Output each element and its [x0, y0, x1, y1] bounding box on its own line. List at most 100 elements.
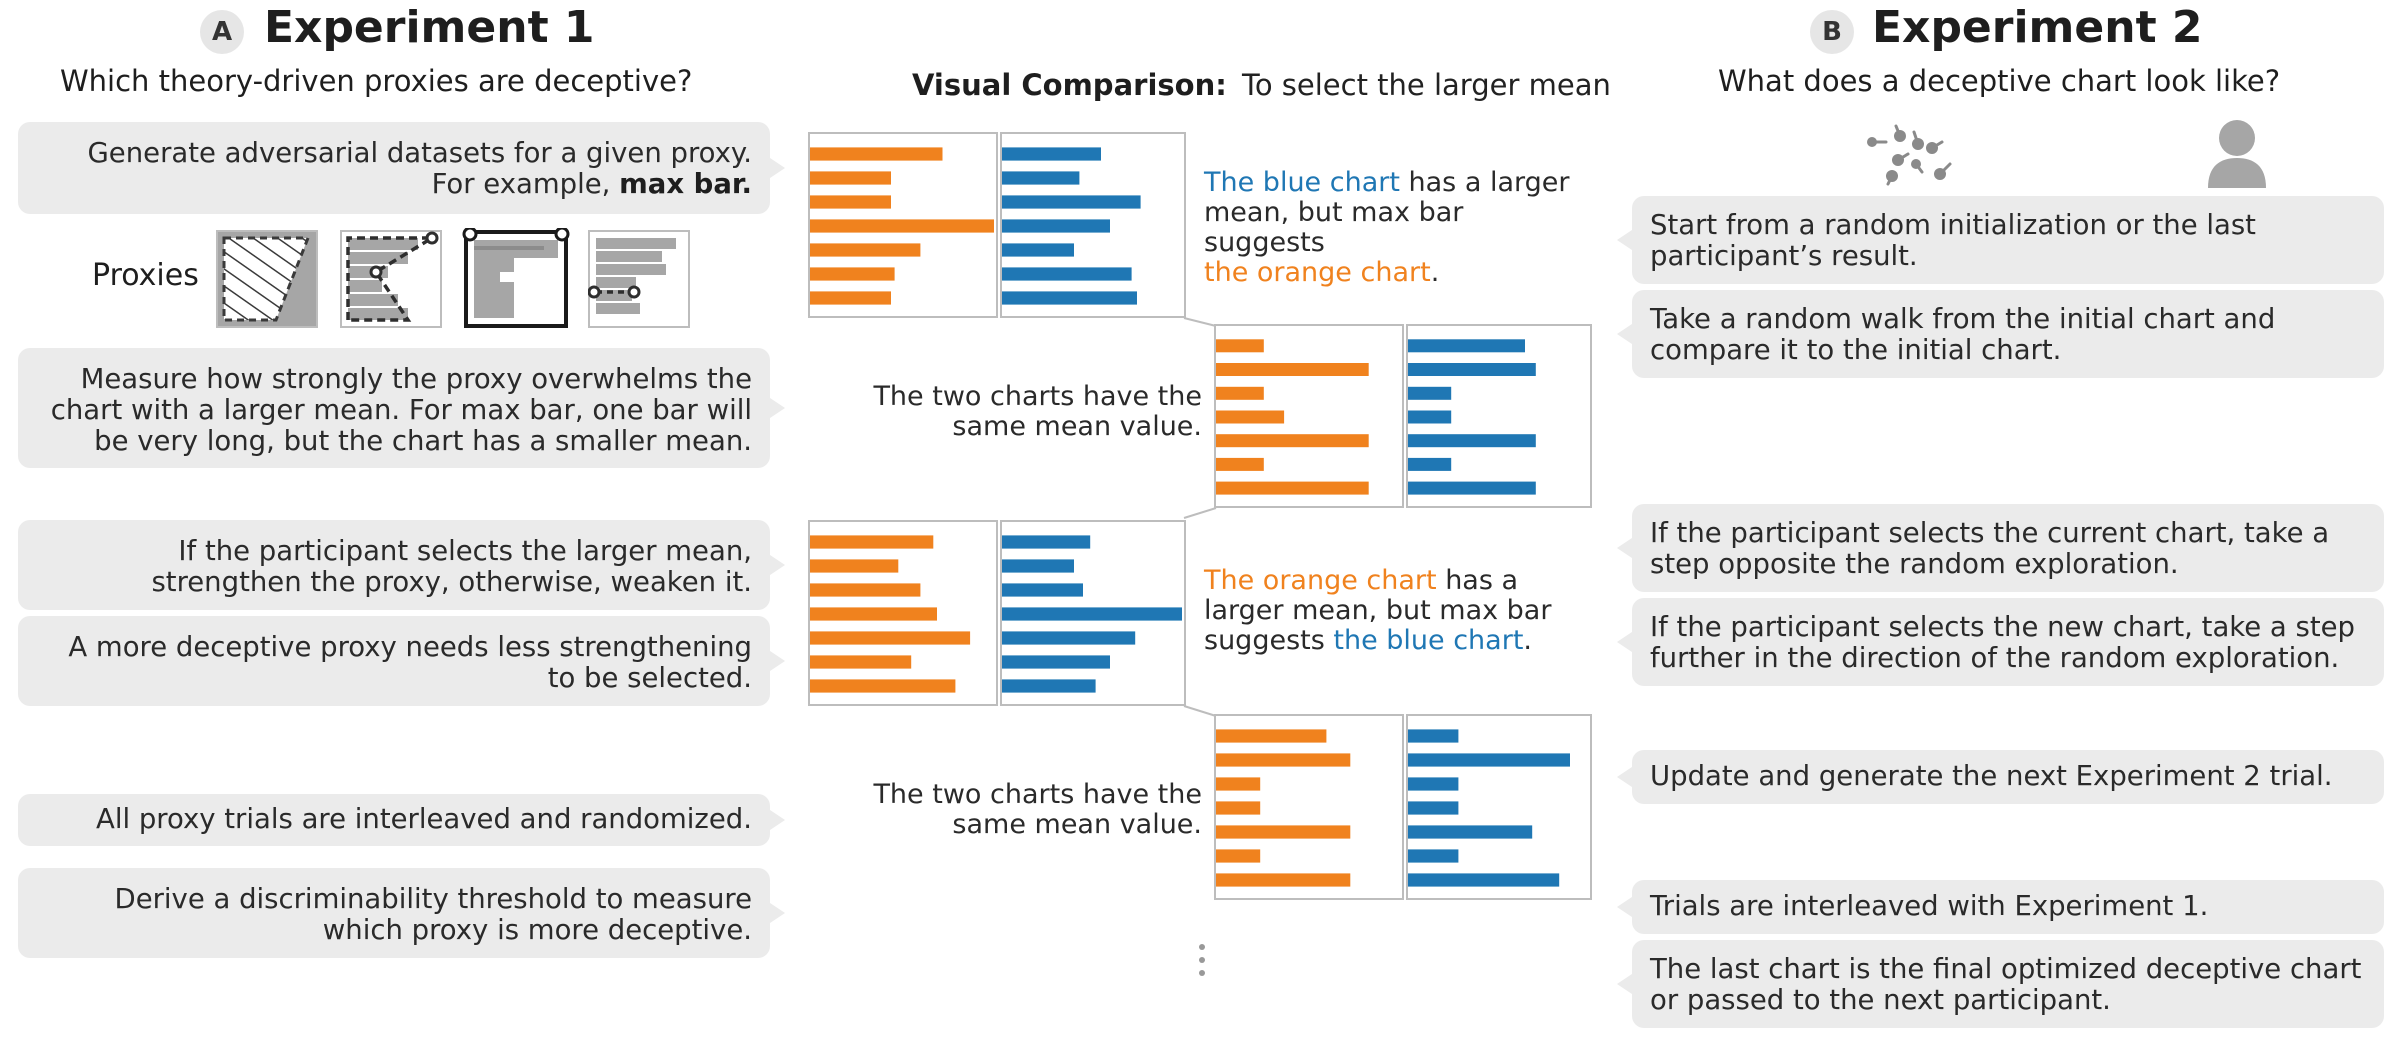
pair3-blue-bar-5: [1002, 631, 1136, 645]
exp2-step-start-line1: Start from a random initialization or th…: [1650, 209, 2256, 241]
exp1-step-interleaved-line1: All proxy trials are interleaved and ran…: [96, 803, 752, 835]
pair2-orange-bar-4: [1216, 410, 1285, 424]
chart-pair3-orange: [808, 520, 998, 706]
annotation-pair1: The blue chart has a larger mean, but ma…: [1204, 168, 1584, 288]
annotation-pair1-orange: the orange chart: [1204, 257, 1431, 288]
pair2-blue-bar-1: [1408, 339, 1525, 353]
pair1-blue-bar-2: [1002, 171, 1080, 185]
pair2-orange-bar-5: [1216, 434, 1369, 448]
pair1-blue-bar-6: [1002, 267, 1132, 281]
chart-pair3-orange-bars: [810, 535, 971, 693]
experiment-2-subtitle: What does a deceptive chart look like?: [1718, 64, 2281, 98]
same-mean-note-2: The two charts have the same mean value.: [860, 780, 1202, 840]
exp1-step-deceptive-line2: to be selected.: [547, 662, 752, 694]
proxies-label: Proxies: [92, 258, 199, 293]
pair3-blue-bar-7: [1002, 679, 1096, 693]
same-mean-note-1-line2: same mean value.: [952, 411, 1202, 442]
pair1-blue-bar-7: [1002, 291, 1137, 305]
exp2-step-random-walk-line2: compare it to the initial chart.: [1650, 334, 2062, 366]
chart-pair2-blue: [1406, 324, 1592, 508]
pair3-orange-bar-6: [810, 655, 912, 669]
chart-pair3-blue-bars: [1002, 535, 1182, 693]
chart-pair4-blue-bars: [1408, 729, 1570, 887]
annotation-pair1-line1: The blue chart has a larger: [1204, 168, 1584, 198]
pair4-blue-bar-1: [1408, 729, 1459, 743]
pair2-blue-bar-2: [1408, 363, 1536, 376]
same-mean-note-1: The two charts have the same mean value.: [860, 382, 1202, 442]
exp1-step-strengthen: If the participant selects the larger me…: [18, 520, 785, 610]
exp2-step-start-line2: participant’s result.: [1650, 240, 1918, 272]
annotation-pair3-prefix: suggests: [1204, 625, 1334, 656]
chart-pair2-orange-bars: [1216, 339, 1369, 495]
exp1-step-measure-line2: chart with a larger mean. For max bar, o…: [50, 394, 752, 426]
pair2-blue-bar-4: [1408, 410, 1452, 424]
exp2-step-final-line2: or passed to the next participant.: [1650, 984, 2111, 1016]
exp2-step-random-walk: Take a random walk from the initial char…: [1617, 290, 2384, 378]
exp1-step-generate: Generate adversarial datasets for a give…: [18, 122, 785, 214]
experiment-1-badge: A: [200, 10, 244, 54]
annotation-pair3-rest: has a: [1436, 565, 1519, 596]
experiment-1-title: Experiment 1: [264, 2, 595, 53]
exp2-step-interleaved-line1: Trials are interleaved with Experiment 1…: [1650, 890, 2209, 922]
exp1-step-deceptive-line1: A more deceptive proxy needs less streng…: [68, 631, 752, 663]
exp1-step-measure: Measure how strongly the proxy overwhelm…: [18, 348, 785, 468]
pair3-orange-bar-7: [810, 679, 956, 693]
pair4-blue-bar-5: [1408, 825, 1533, 839]
chart-pair4-blue: [1406, 714, 1592, 900]
chart-pair4-orange: [1214, 714, 1404, 900]
annotation-pair1-line3: the orange chart.: [1204, 258, 1584, 288]
chart-pair4-orange-bars: [1216, 729, 1351, 887]
pair2-blue-bar-7: [1408, 481, 1536, 495]
exp1-step-interleaved: All proxy trials are interleaved and ran…: [18, 794, 785, 846]
exp2-step-start: Start from a random initialization or th…: [1617, 196, 2384, 284]
pair1-orange-bar-4: [810, 219, 994, 233]
person-icon: [2208, 120, 2266, 188]
exp2-step-new-chart: If the participant selects the new chart…: [1617, 598, 2384, 686]
annotation-pair1-line2: mean, but max bar suggests: [1204, 197, 1464, 258]
pair1-orange-bar-1: [810, 147, 943, 161]
exp2-step-interleaved: Trials are interleaved with Experiment 1…: [1617, 880, 2384, 934]
exp1-step-strengthen-line1: If the participant selects the larger me…: [178, 535, 752, 567]
exp2-step-final-line1: The last chart is the final optimized de…: [1650, 953, 2362, 985]
pair4-orange-bar-5: [1216, 825, 1351, 839]
pair3-orange-bar-2: [810, 559, 899, 573]
pair1-blue-bar-5: [1002, 243, 1074, 257]
pair2-blue-bar-3: [1408, 386, 1452, 400]
exp2-step-current-chart: If the participant selects the current c…: [1617, 504, 2384, 592]
visual-comparison-header: Visual Comparison: To select the larger …: [912, 68, 1611, 102]
same-mean-note-1-line1: The two charts have the: [873, 381, 1202, 412]
exp1-step-generate-line2: For example, max bar.: [32, 169, 752, 200]
pair1-blue-bar-4: [1002, 219, 1110, 233]
exp1-step-threshold: Derive a discriminability threshold to m…: [18, 868, 785, 958]
annotation-pair3-orange: The orange chart: [1204, 565, 1437, 596]
experiment-1-subtitle: Which theory-driven proxies are deceptiv…: [60, 64, 693, 98]
pair3-orange-bar-1: [810, 535, 934, 549]
pair4-blue-bar-3: [1408, 777, 1459, 791]
pair3-blue-bar-6: [1002, 655, 1110, 669]
experiment-2-badge: B: [1810, 10, 1854, 54]
exp1-step-threshold-line2: which proxy is more deceptive.: [322, 914, 752, 946]
pair3-orange-bar-5: [810, 631, 971, 645]
pair4-orange-bar-6: [1216, 849, 1261, 863]
pair1-orange-bar-3: [810, 195, 891, 209]
annotation-pair3: The orange chart has a larger mean, but …: [1204, 566, 1584, 656]
exp2-step-update-line1: Update and generate the next Experiment …: [1650, 760, 2333, 792]
pair1-blue-bar-3: [1002, 195, 1141, 209]
exp2-step-current-chart-line2: step opposite the random exploration.: [1650, 548, 2179, 580]
exp2-step-final: The last chart is the final optimized de…: [1617, 940, 2384, 1028]
pair3-orange-bar-3: [810, 583, 921, 597]
vertical-ellipsis-icon: [1198, 944, 1206, 980]
pair3-blue-bar-2: [1002, 559, 1074, 573]
pair3-orange-bar-4: [810, 607, 937, 621]
annotation-pair3-line2: larger mean, but max bar: [1204, 595, 1552, 626]
pair2-blue-bar-5: [1408, 434, 1536, 448]
exp1-step-strengthen-line2: strengthen the proxy, otherwise, weaken …: [151, 566, 752, 598]
chart-pair2-orange: [1214, 324, 1404, 508]
pair1-orange-bar-2: [810, 171, 891, 185]
proxy-dashed-icon: [340, 230, 442, 328]
pair4-orange-bar-3: [1216, 777, 1261, 791]
chart-pair1-blue: [1000, 132, 1186, 318]
proxy-hatched-icon: [216, 230, 318, 328]
proxy-max-bar-icon: [462, 228, 570, 328]
scatter-points-icon: [1867, 124, 1952, 186]
